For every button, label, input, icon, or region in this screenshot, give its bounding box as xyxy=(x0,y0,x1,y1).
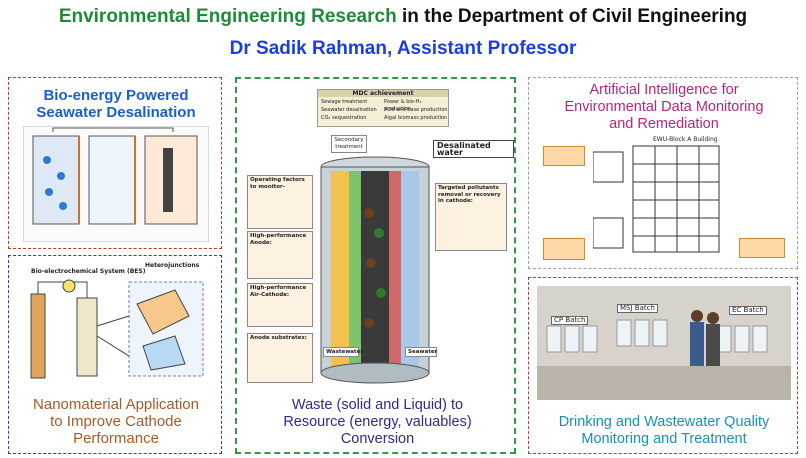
operating-factors-label: Operating factors to monitor- xyxy=(250,177,305,190)
nanomaterial-panel: Bio-electrochemical System (BES) Heteroj… xyxy=(8,255,222,454)
temp-box xyxy=(543,238,585,260)
mdc-item: Algal biomass production xyxy=(384,115,448,121)
nanomaterial-title: Nanomaterial Application to Improve Cath… xyxy=(9,396,223,447)
bioenergy-title: Bio-energy Powered Seawater Desalination xyxy=(9,87,223,121)
ai-panel: Artificial Intelligence for Environmenta… xyxy=(528,77,798,269)
nanomaterial-title-line2: to Improve Cathode xyxy=(50,413,182,430)
hp-cathode-box: High-performance Air-Cathode: xyxy=(247,283,313,327)
ai-title-line3: and Remediation xyxy=(609,116,719,132)
drinking-panel: CP Batch MSJ Batch EC Batch Drinking and… xyxy=(528,277,798,454)
hp-anode-box: High-performance Anode: xyxy=(247,231,313,279)
mdc-item: Power & bio-H₂ production xyxy=(384,99,422,112)
mdc-item: Seawater desalination xyxy=(321,107,377,113)
bioenergy-panel: Bio-energy Powered Seawater Desalination xyxy=(8,77,222,249)
operating-factors-box: Operating factors to monitor- xyxy=(247,175,313,229)
drinking-title: Drinking and Wastewater Quality Monitori… xyxy=(529,414,799,448)
waste-title-line3: Conversion xyxy=(340,431,415,447)
batch-label: MSJ Batch xyxy=(617,304,658,313)
ai-title-line2: Environmental Data Monitoring xyxy=(564,99,764,115)
mdc-item: Acid and base production xyxy=(384,107,448,113)
hp-anode-label: High-performance Anode: xyxy=(250,233,307,246)
title-highlight: Environmental Engineering Research xyxy=(58,6,397,27)
bioenergy-title-line2: Seawater Desalination xyxy=(36,104,196,121)
anode-substrates-box: Anode substrates: xyxy=(247,333,313,383)
wastewater-label: Wastewater xyxy=(323,347,363,357)
nanomaterial-title-line1: Nanomaterial Application xyxy=(33,396,199,413)
desalinated-water-label: Desalinated water xyxy=(433,140,514,158)
building-floorplan xyxy=(593,145,720,253)
mdc-item: Sewage treatment xyxy=(321,99,368,105)
secondary-treatment-box: Secondary treatment xyxy=(331,135,367,153)
seawater-label: Seawater xyxy=(405,347,437,357)
drinking-title-line1: Drinking and Wastewater Quality xyxy=(558,414,770,430)
anode-substrates-label: Anode substrates: xyxy=(250,335,307,341)
waste-panel: MDC achievement Sewage treatment Seawate… xyxy=(235,77,516,454)
waste-title-line1: Waste (solid and Liquid) to xyxy=(291,397,464,413)
heterojunction-label: Heterojunctions xyxy=(145,262,200,269)
page-subtitle: Dr Sadik Rahman, Assistant Professor xyxy=(229,38,577,59)
nanomaterial-title-line3: Performance xyxy=(73,430,159,447)
drinking-title-line2: Monitoring and Treatment xyxy=(581,431,747,447)
bes-figure-title: Bio-electrochemical System (BES) xyxy=(31,268,146,275)
desalination-cell-diagram xyxy=(23,126,209,242)
batch-label: EC Batch xyxy=(729,306,767,315)
mdc-reactor-illustration xyxy=(320,156,430,384)
ai-figure-title: EWU-Block A Building xyxy=(653,136,718,143)
page-title: Environmental Engineering Research in th… xyxy=(0,6,806,28)
waste-title-line2: Resource (energy, valuables) xyxy=(283,414,472,430)
targeted-pollutants-label: Targeted pollutants removal or recovery … xyxy=(438,185,501,204)
batch-label: CP Batch xyxy=(551,316,589,325)
lab-photo xyxy=(537,286,791,400)
targeted-pollutants-box: Targeted pollutants removal or recovery … xyxy=(435,183,507,251)
bioenergy-title-line1: Bio-energy Powered xyxy=(43,87,189,104)
temp-box xyxy=(543,146,585,166)
cathode-nanomaterial-diagram xyxy=(30,279,204,379)
mdc-item: CO₂ sequestration xyxy=(321,115,367,121)
temp-box xyxy=(739,238,785,258)
mdc-header: MDC achievement xyxy=(318,90,448,97)
hp-cathode-label: High-performance Air-Cathode: xyxy=(250,285,307,298)
ai-title-line1: Artificial Intelligence for xyxy=(589,82,739,98)
title-rest: in the Department of Civil Engineering xyxy=(396,6,748,27)
ai-title: Artificial Intelligence for Environmenta… xyxy=(529,82,799,133)
waste-title: Waste (solid and Liquid) to Resource (en… xyxy=(237,397,518,448)
mdc-achievement-box: MDC achievement Sewage treatment Seawate… xyxy=(317,89,449,127)
